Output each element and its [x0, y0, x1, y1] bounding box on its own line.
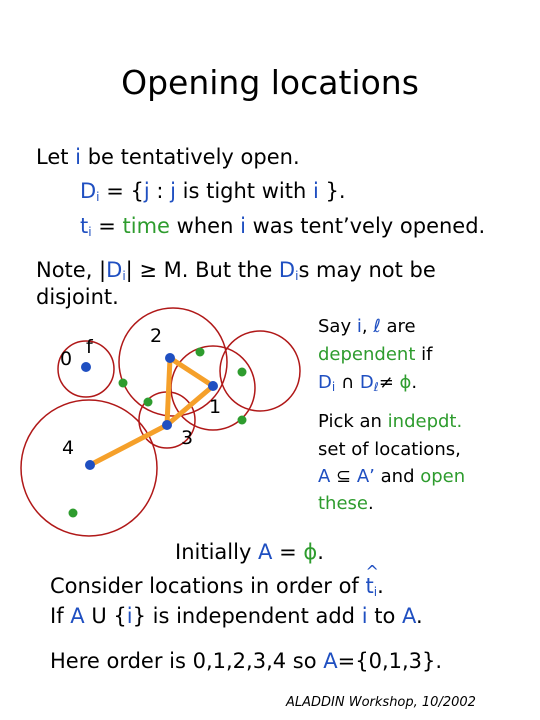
node-label-3: 3 — [181, 427, 193, 449]
edge-3-2 — [164, 355, 173, 428]
node-label-4: 4 — [62, 437, 74, 459]
slide-title: Opening locations — [121, 63, 419, 102]
ball-circle-4 — [20, 399, 158, 537]
consider-line: Consider locations in order of t^i. — [50, 562, 384, 599]
facility-node-4 — [85, 460, 95, 470]
edge-1-3 — [164, 383, 216, 428]
order-line: Here order is 0,1,2,3,4 so A={0,1,3}. — [50, 649, 443, 673]
line-let-i: Let i be tentatively open. — [36, 145, 300, 169]
if-line: If A U {i} is independent add i to A. — [50, 604, 423, 628]
line-note: Note, |Di| ≥ M. But the Dis may not be — [36, 258, 436, 283]
ball-circle-1 — [219, 330, 301, 412]
line-di-def: Di = {j : j is tight with i }. — [80, 179, 346, 204]
client-dot — [195, 347, 205, 357]
client-dot — [68, 508, 78, 518]
initially-line: Initially A = ϕ. — [175, 540, 324, 564]
line-ti-def: ti = time when i was tent’vely opened. — [80, 214, 486, 239]
line-disjoint: disjoint. — [36, 285, 119, 309]
ball-circle-2 — [118, 307, 228, 417]
ball-circle-0 — [57, 340, 115, 398]
pick-line: Pick an indepdt. — [318, 411, 463, 432]
set-line: set of locations, — [318, 439, 461, 460]
node-label-f: f — [86, 336, 94, 358]
dependent-line: dependent if — [318, 344, 433, 365]
client-dot — [143, 397, 153, 407]
client-dot — [118, 378, 128, 388]
footer: ALADDIN Workshop, 10/2002 — [286, 695, 476, 710]
these-line: these. — [318, 493, 374, 514]
a-subset-line: A ⊆ A’ and open — [318, 466, 466, 487]
condition-line: Di ∩ Dℓ≠ ϕ. — [318, 372, 418, 394]
facility-node-1 — [208, 381, 218, 391]
facility-node-0 — [81, 362, 91, 372]
edge-3-4 — [87, 422, 170, 468]
node-label-0: 0 — [60, 348, 72, 370]
client-dot — [237, 367, 247, 377]
client-dot — [237, 415, 247, 425]
node-label-1: 1 — [209, 396, 221, 418]
facility-node-2 — [165, 353, 175, 363]
say-line: Say i, ℓ are — [318, 316, 416, 337]
edge-2-1 — [167, 355, 216, 389]
node-label-2: 2 — [150, 325, 162, 347]
facility-node-3 — [162, 420, 172, 430]
